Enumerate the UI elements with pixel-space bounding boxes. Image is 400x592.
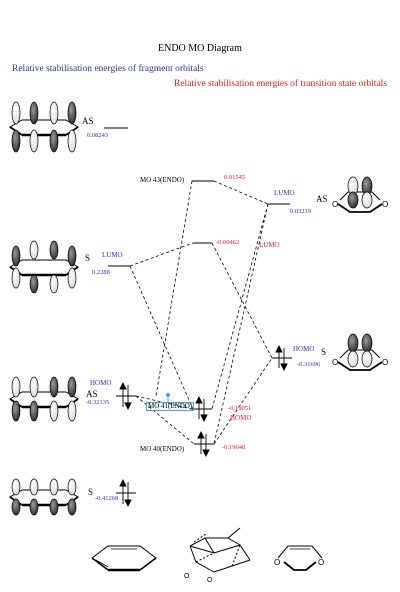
right-as-lumo-tag: LUMO xyxy=(274,189,295,197)
molecule-transition-state: O O xyxy=(184,527,251,584)
right-s-homo-energy: -0.31696 xyxy=(297,361,321,368)
left-s-bottom-energy: -0.41268 xyxy=(95,495,119,502)
mo42-energy: -0.00462 xyxy=(216,239,240,246)
svg-text:O: O xyxy=(207,577,213,584)
left-s-lumo-energy: 0.2288 xyxy=(92,269,110,276)
svg-text:O: O xyxy=(382,200,388,209)
right-as-lumo-energy: 0.03219 xyxy=(290,208,312,215)
electron-arrows xyxy=(119,344,288,508)
left-as-top-energy: 0.08243 xyxy=(87,132,109,139)
mo43-energy: 0.01545 xyxy=(224,174,246,181)
left-s-bottom-symmetry: S xyxy=(88,487,94,497)
molecule-butadiene xyxy=(91,545,157,572)
energy-levels xyxy=(104,127,292,494)
mo42-tag: LUMO xyxy=(259,241,280,249)
orbital-sketch-s-bottom xyxy=(9,478,79,516)
right-s-homo-symmetry: S xyxy=(321,347,327,357)
svg-text:O: O xyxy=(332,200,338,209)
left-as-homo-tag: HOMO xyxy=(90,379,112,387)
mo43-name: MO 43(ENDO) xyxy=(140,176,185,184)
diagram-title: ENDO MO Diagram xyxy=(158,43,242,54)
legend-fragment: Relative stabilisation energies of fragm… xyxy=(12,64,204,74)
left-as-top-symmetry: AS xyxy=(82,116,94,126)
svg-text:O: O xyxy=(184,573,190,580)
svg-text:O: O xyxy=(274,558,280,567)
mo41-energy: -0.19051 xyxy=(228,405,252,412)
left-s-lumo-tag: LUMO xyxy=(102,251,123,259)
left-s-lumo-symmetry: S xyxy=(85,253,91,263)
orbital-sketch-as-top xyxy=(9,101,79,153)
mo41-name[interactable]: MO 41(ENDO) xyxy=(146,402,195,411)
orbital-sketch-as-homo xyxy=(9,376,79,422)
orbital-sketch-s-lumo xyxy=(9,240,79,294)
mo40-energy: -0.19648 xyxy=(222,444,246,451)
selection-handle[interactable] xyxy=(166,393,170,397)
molecule-dioxolene: O O xyxy=(274,545,324,571)
orbital-sketch-right-as-lumo: O O xyxy=(332,176,388,213)
legend-ts: Relative stabilisation energies of trans… xyxy=(174,79,387,89)
right-as-lumo-symmetry: AS xyxy=(316,194,328,204)
svg-text:O: O xyxy=(382,358,388,367)
left-as-homo-symmetry: AS xyxy=(86,389,98,399)
mo40-name: MO 40(ENDO) xyxy=(140,445,185,453)
mo41-tag: HOMO xyxy=(230,414,252,422)
svg-text:O: O xyxy=(318,558,324,567)
orbital-sketch-right-s-homo: O O xyxy=(332,333,388,371)
svg-text:O: O xyxy=(332,358,338,367)
right-s-homo-tag: HOMO xyxy=(293,345,315,353)
left-as-homo-energy: -0.32135 xyxy=(86,399,110,406)
